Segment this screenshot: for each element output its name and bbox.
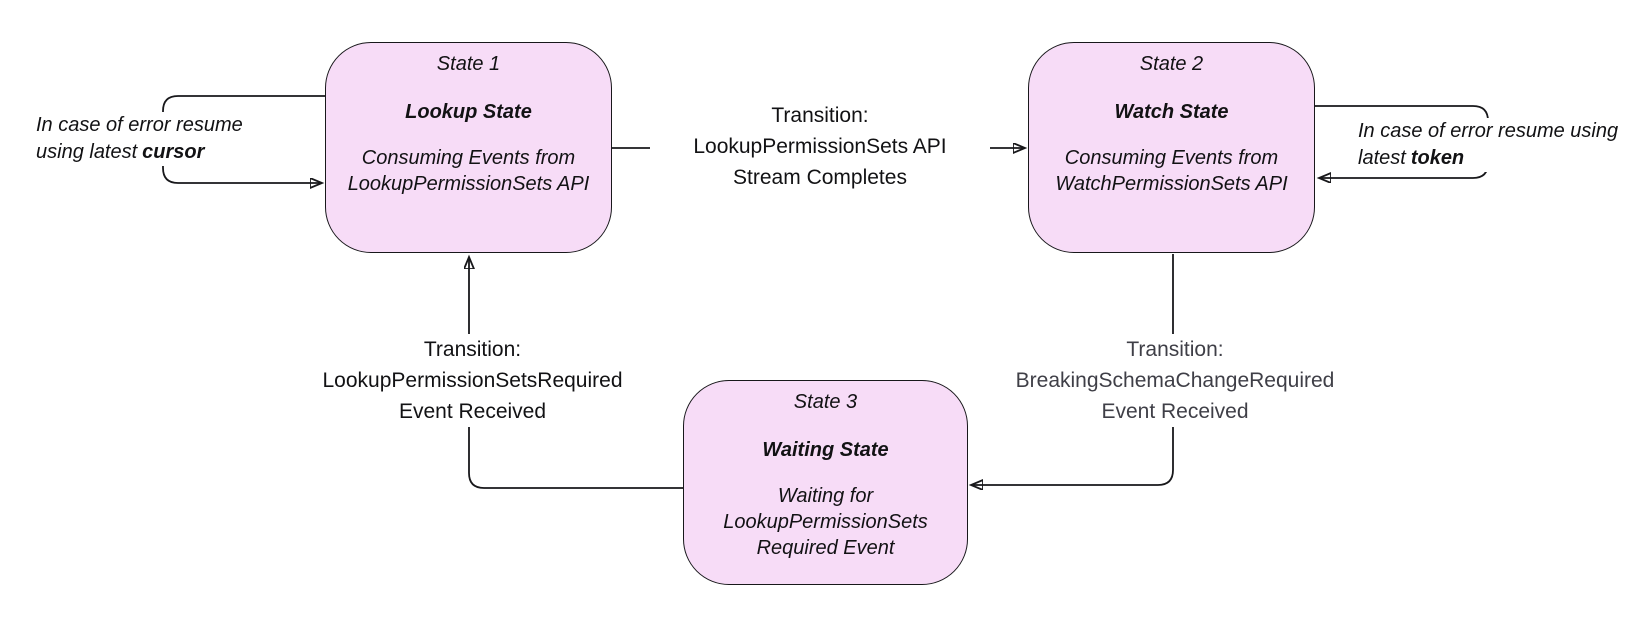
transition-label-s3-s1: Transition: LookupPermissionSetsRequired…	[300, 334, 645, 427]
state1-name: Lookup State	[405, 101, 532, 123]
error-note-bold-word: cursor	[142, 141, 205, 163]
transition-label-line: LookupPermissionSets API	[693, 135, 947, 158]
transition-label-line: Transition:	[423, 338, 522, 361]
state3-name: Waiting State	[762, 439, 889, 461]
state1-description: Consuming Events from LookupPermissionSe…	[347, 147, 590, 195]
transition-label-s1-s2: Transition: LookupPermissionSets API Str…	[650, 100, 990, 193]
state3-title: State 3	[793, 391, 858, 413]
state1-title: State 1	[436, 53, 501, 75]
state2-description: Consuming Events from WatchPermissionSet…	[1055, 147, 1288, 195]
state2-title: State 2	[1139, 53, 1204, 75]
transition-label-line: BreakingSchemaChangeRequired	[1015, 369, 1335, 392]
error-note-text: In case of error resume using latest	[36, 114, 243, 163]
state-node-watch: State 2 Watch State Consuming Events fro…	[1028, 42, 1315, 253]
error-note-bold-word: token	[1410, 147, 1465, 169]
state2-name: Watch State	[1114, 101, 1229, 123]
state3-description: Waiting for LookupPermissionSets Require…	[723, 485, 928, 559]
transition-label-line: Transition:	[1126, 338, 1224, 361]
arrow-state3-to-state1	[469, 258, 683, 489]
transition-label-line: Transition:	[771, 104, 869, 127]
state-node-lookup: State 1 Lookup State Consuming Events fr…	[325, 42, 612, 253]
transition-label-line: Stream Completes	[733, 166, 907, 189]
transition-label-line: Event Received	[398, 400, 547, 423]
error-note-text: In case of error resume using latest	[1358, 120, 1619, 169]
arrow-state2-to-state3	[972, 254, 1174, 485]
transition-label-line: Event Received	[1101, 400, 1249, 423]
transition-label-line: LookupPermissionSetsRequired	[322, 369, 623, 392]
state-node-waiting: State 3 Waiting State Waiting for Lookup…	[683, 380, 968, 585]
transition-label-s2-s3: Transition: BreakingSchemaChangeRequired…	[985, 334, 1365, 427]
